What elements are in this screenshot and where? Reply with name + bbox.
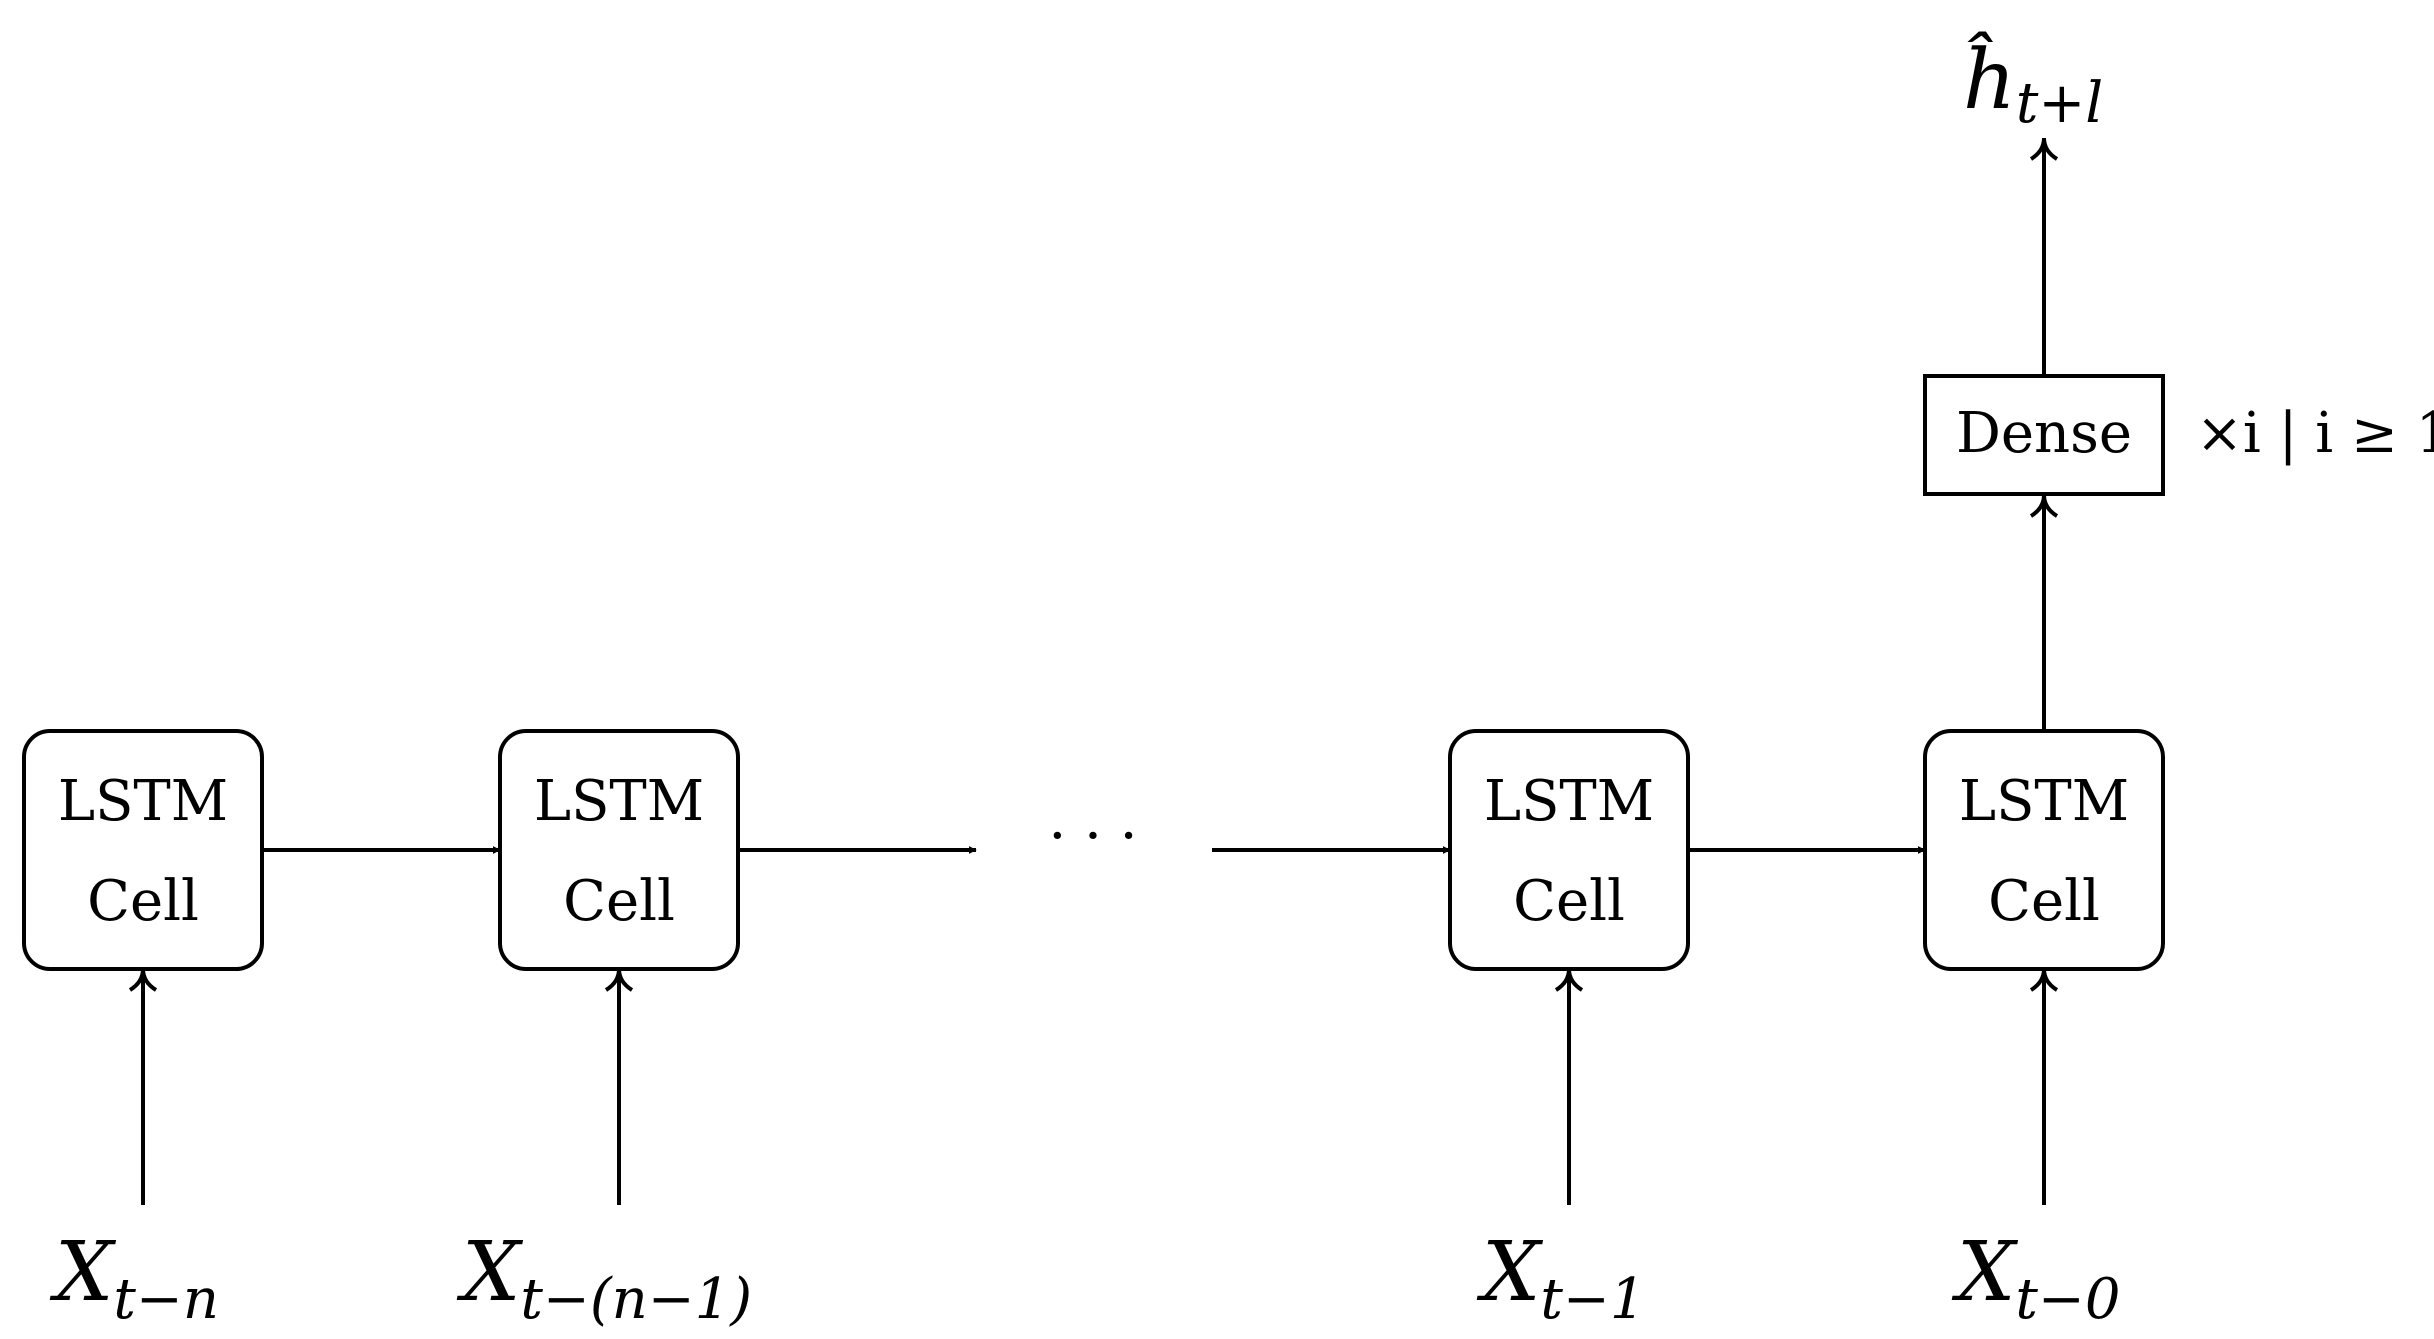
input-label-subscript: t−(n−1) <box>520 1267 752 1332</box>
input-arrow-1 <box>128 968 158 1205</box>
cell-to-dense-arrow <box>2029 494 2059 731</box>
input-arrow-3 <box>1554 968 1584 1205</box>
input-label-3: Xt−1 <box>1476 1225 1645 1332</box>
input-label-subscript: t−n <box>113 1267 219 1332</box>
lstm-cell-label-line1: LSTM <box>1484 769 1654 834</box>
lstm-cell-label-line2: Cell <box>87 869 199 934</box>
dense-label: Dense <box>1956 401 2132 466</box>
lstm-cell-1: LSTM Cell <box>22 729 264 971</box>
input-label-base: X <box>49 1225 117 1320</box>
input-arrow-2 <box>604 968 634 1205</box>
lstm-cell-label-line2: Cell <box>1513 869 1625 934</box>
input-label-subscript: t−1 <box>1540 1267 1645 1332</box>
output-label: ĥt+l <box>1963 31 2103 136</box>
dense-layer: Dense <box>1923 374 2165 496</box>
input-label-base: X <box>1476 1225 1544 1320</box>
input-label-base: X <box>456 1225 524 1320</box>
lstm-cell-label-line1: LSTM <box>58 769 228 834</box>
lstm-cell-label-line2: Cell <box>563 869 675 934</box>
input-label-subscript: t−0 <box>2015 1267 2120 1332</box>
input-label-4: Xt−0 <box>1951 1225 2120 1332</box>
input-label-1: Xt−n <box>49 1225 219 1332</box>
lstm-cell-label-line2: Cell <box>1988 869 2100 934</box>
ellipsis: · · · <box>1048 804 1137 869</box>
lstm-cell-label-line1: LSTM <box>1959 769 2129 834</box>
lstm-cell-2: LSTM Cell <box>498 729 740 971</box>
lstm-cell-label-line1: LSTM <box>534 769 704 834</box>
dense-repeat-note: ×i | i ≥ 1 <box>2196 401 2434 466</box>
output-label-subscript: t+l <box>2016 71 2103 136</box>
output-label-base: ĥ <box>1963 31 2016 128</box>
input-label-2: Xt−(n−1) <box>456 1225 752 1332</box>
input-label-base: X <box>1951 1225 2019 1320</box>
dense-to-output-arrow <box>2029 137 2059 376</box>
lstm-cell-3: LSTM Cell <box>1448 729 1690 971</box>
input-arrow-4 <box>2029 968 2059 1205</box>
lstm-cell-4: LSTM Cell <box>1923 729 2165 971</box>
